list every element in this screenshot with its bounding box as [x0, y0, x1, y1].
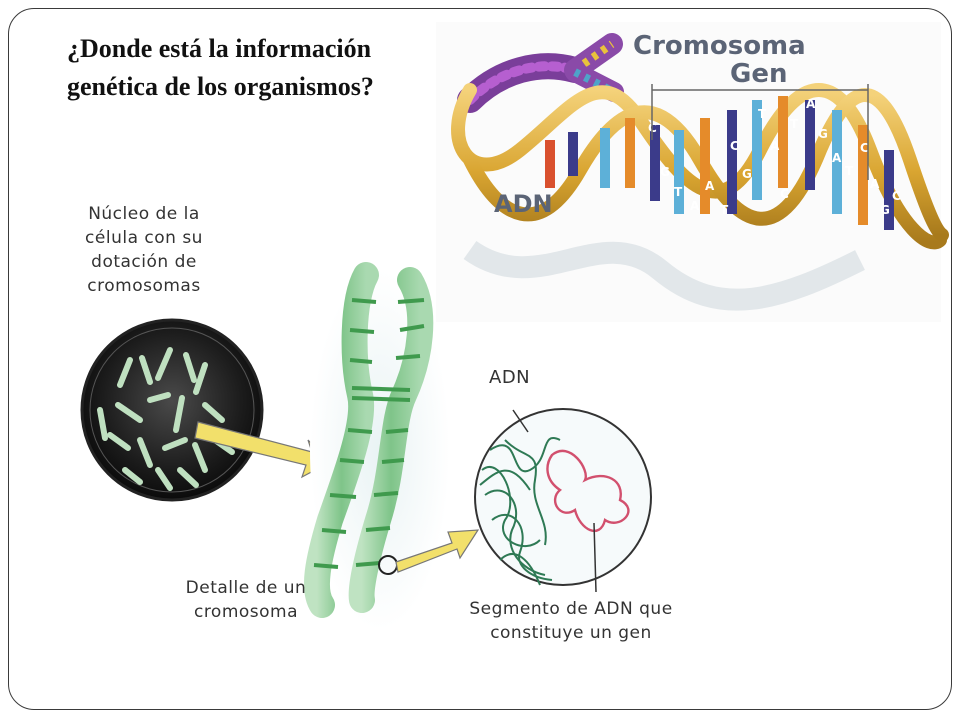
- base-letter: C: [892, 189, 901, 203]
- nucleus-caption: Núcleo de la célula con su dotación de c…: [85, 204, 203, 296]
- base-letter: C: [730, 139, 739, 153]
- base-letter: A: [690, 199, 700, 213]
- base-letter: G: [742, 167, 752, 181]
- base-letter: G: [660, 165, 670, 179]
- gene-segment-caption: Segmento de ADN que constituye un gen: [469, 599, 673, 643]
- base-letter: C: [860, 141, 869, 155]
- base-letter: T: [790, 117, 799, 131]
- gene-helix-label: Gen: [730, 59, 787, 89]
- base-letter: A: [806, 97, 816, 111]
- gene-bracket: [651, 84, 869, 180]
- chromosome-helix-label: Cromosoma: [633, 31, 806, 61]
- base-letter: G: [880, 203, 890, 217]
- chromosome-detail: [304, 262, 450, 630]
- dna-helix-label: ADN: [494, 190, 553, 218]
- arrow-chromosome-to-dna: [395, 529, 480, 573]
- cell-nucleus: [80, 318, 264, 502]
- base-letter: T: [758, 107, 767, 121]
- chromosome-bands: [313, 298, 425, 569]
- dna-helix-illustration: CGTAATCGTACTAGATCAGC Cromosoma Gen ADN: [436, 22, 949, 322]
- gene-segment: [546, 449, 630, 533]
- helix-strand-back: [451, 83, 947, 250]
- dna-zoom-circle: [474, 408, 652, 593]
- base-letter: T: [720, 203, 729, 217]
- base-letter: A: [770, 139, 780, 153]
- dna-pointer-line: [512, 409, 529, 433]
- chromosome-detail-caption: Detalle de un cromosoma: [185, 578, 307, 622]
- page-title: ¿Donde está la información genética de l…: [67, 34, 374, 101]
- base-letter: T: [674, 185, 683, 199]
- helix-strand-front: [463, 88, 949, 242]
- base-letter: A: [870, 177, 880, 191]
- dna-caption: ADN: [489, 367, 531, 388]
- base-letter: A: [705, 179, 715, 193]
- base-letter: G: [818, 127, 828, 141]
- gene-pointer-line: [593, 522, 597, 593]
- base-pair-rungs: [545, 96, 894, 230]
- base-letter: C: [780, 187, 789, 201]
- base-letter: A: [832, 151, 842, 165]
- helix-shadow: [463, 240, 865, 311]
- base-letter: T: [845, 164, 854, 178]
- dna-strands: [479, 437, 561, 586]
